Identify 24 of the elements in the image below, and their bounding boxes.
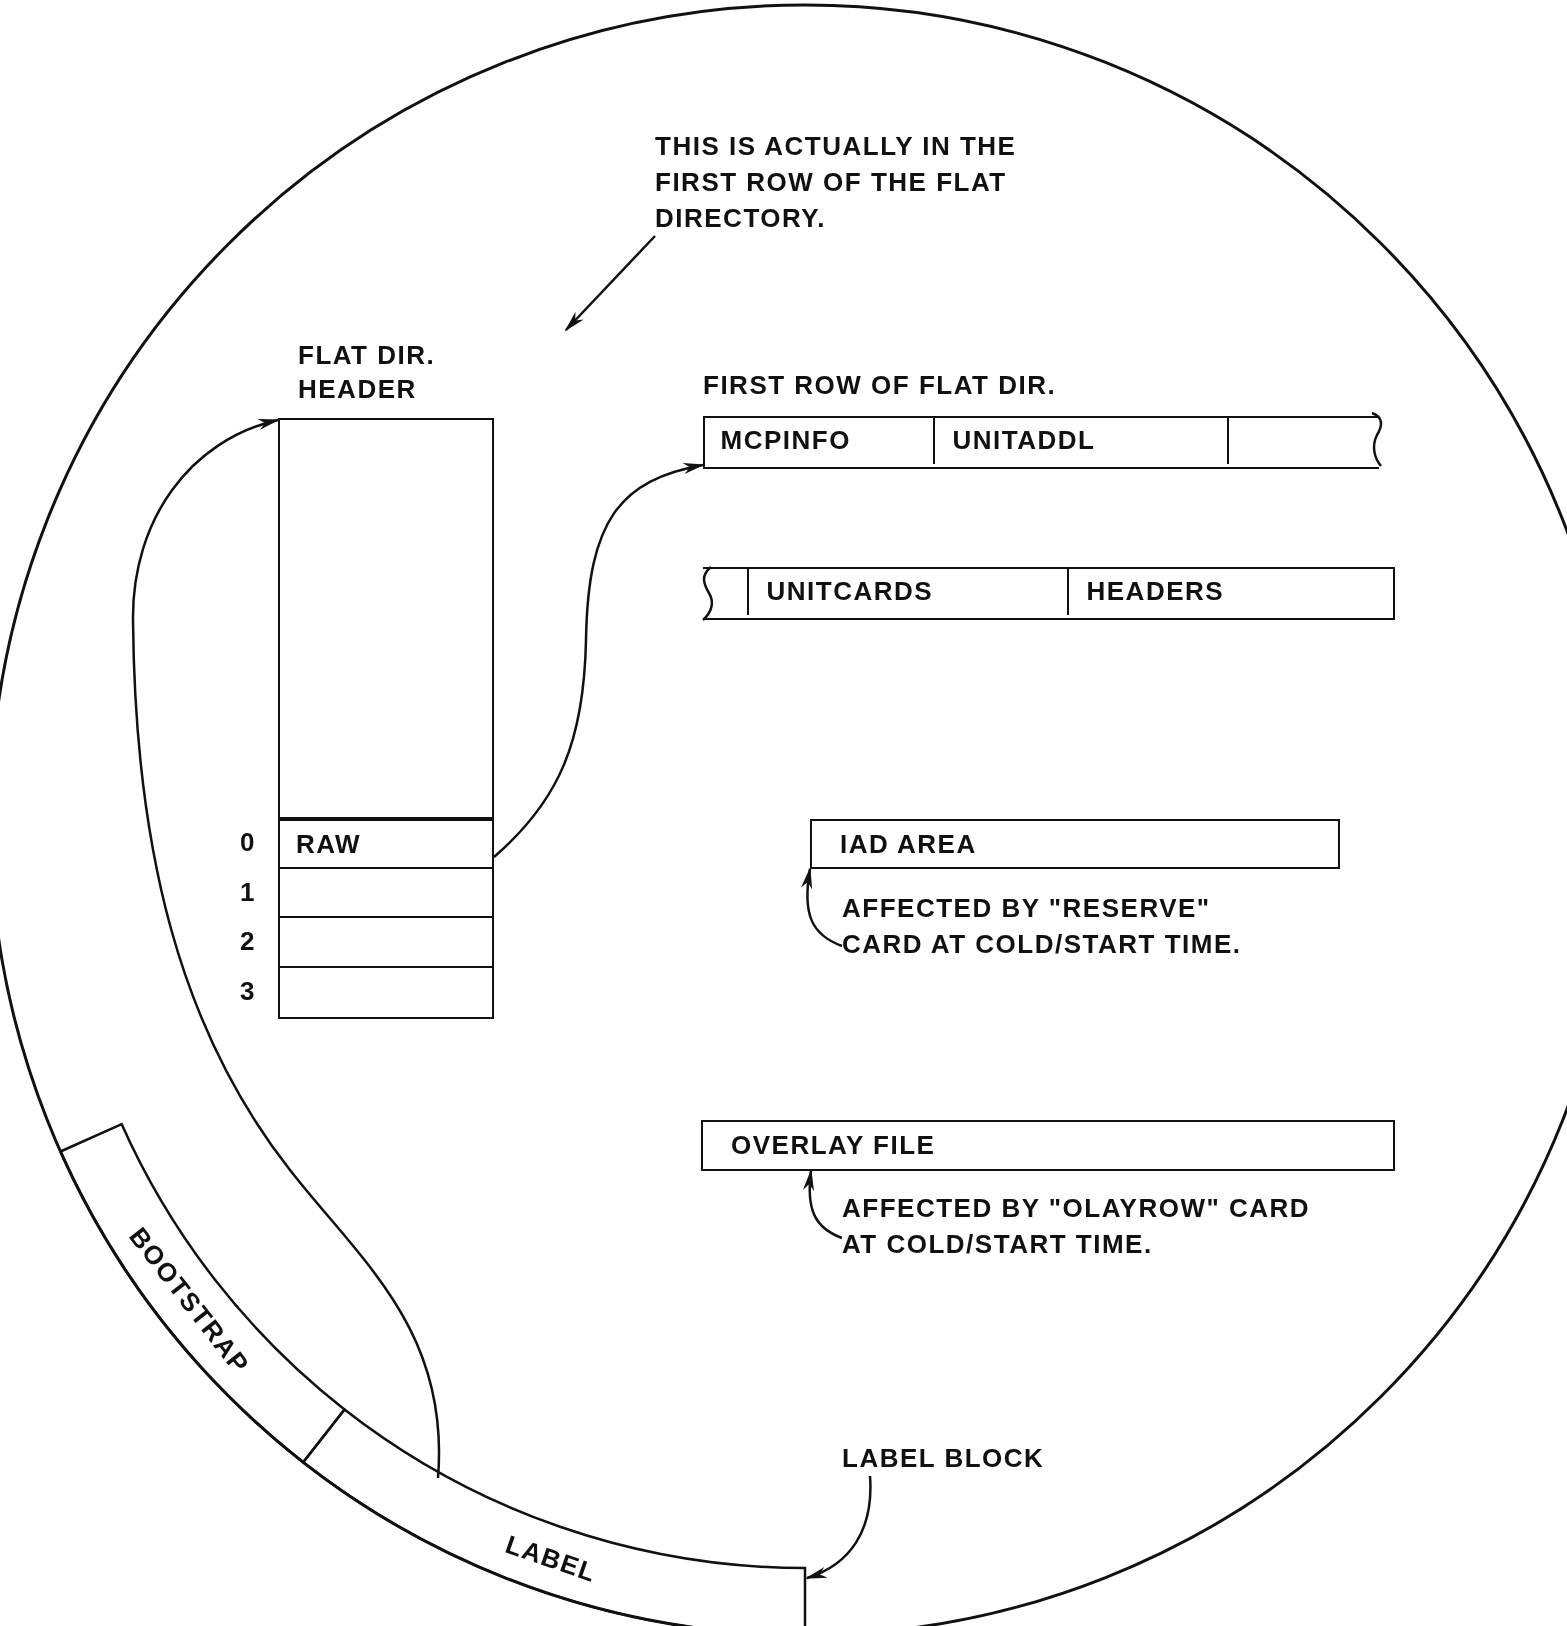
row-number: 3: [240, 976, 256, 1007]
arrow: [131, 418, 440, 1479]
row-heading: FLAT DIR. HEADER: [298, 339, 437, 406]
annotation-text: THIS IS ACTUALLY IN THE FIRST ROW OF THE FLAT DIRECTORY.: [655, 128, 1075, 236]
annotation-text: AFFECTED BY "RESERVE" CARD AT COLD/START TIME.: [842, 890, 1262, 962]
arrow: [804, 1169, 843, 1240]
annotation-text: AFFECTED BY "OLAYROW" CARD AT COLD/START TIME.: [842, 1190, 1312, 1262]
table-row: RAW: [278, 819, 494, 869]
row-heading: FIRST ROW OF FLAT DIR.: [703, 369, 1058, 402]
table-cell: UNITADDL: [934, 415, 1229, 464]
table-cell: UNITCARDS: [746, 566, 1069, 615]
arrow: [802, 867, 843, 948]
directory-row: [703, 567, 1395, 620]
row-number: 2: [240, 926, 256, 957]
storage-area: OVERLAY FILE: [701, 1120, 1395, 1171]
leader-arrow: [565, 235, 656, 331]
storage-area: IAD AREA: [810, 819, 1340, 869]
table-cell: HEADERS: [1068, 566, 1393, 615]
row-number: 1: [240, 877, 256, 908]
table-cell: MCPINFO: [702, 415, 935, 464]
annotation-text: LABEL BLOCK: [842, 1440, 1142, 1476]
arrow: [805, 1475, 872, 1580]
row-number: 0: [240, 827, 256, 858]
arrow: [493, 462, 705, 858]
